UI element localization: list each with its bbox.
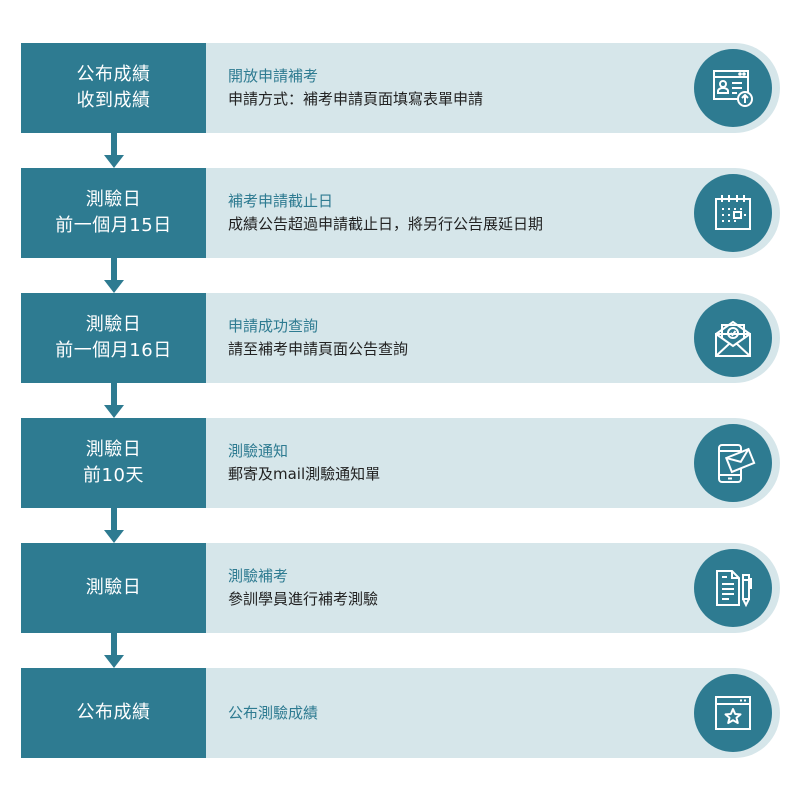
step-4-title: 測驗通知 [228,442,289,460]
step-1-when-line-1: 公布成績 [76,64,151,85]
step-4-when-line-1: 測驗日 [85,439,142,460]
step-2-when: 測驗日 前一個月15日 [21,168,206,258]
step-2-when-line-1: 測驗日 [85,189,142,210]
step-1-when: 公布成績 收到成績 [21,43,206,133]
step-2-detail: 補考申請截止日 成績公告超過申請截止日，將另行公告展延日期 [206,168,780,258]
step-6-when-line-1: 公布成績 [76,702,151,723]
step-2: 測驗日 前一個月15日 補考申請截止日 成績公告超過申請截止日，將另行公告展延日… [21,168,780,258]
step-3-when-line-1: 測驗日 [85,314,142,335]
step-4-detail: 測驗通知 郵寄及mail測驗通知單 [206,418,780,508]
arrow-down-icon [104,633,124,668]
step-4-when-line-2: 前10天 [83,465,144,486]
step-2-description: 成績公告超過申請截止日，將另行公告展延日期 [228,215,544,233]
envelope-check-icon [694,299,772,377]
step-5-when: 測驗日 [21,543,206,633]
browser-star-icon [694,674,772,752]
step-1: 公布成績 收到成績 開放申請補考 申請方式：補考申請頁面填寫表單申請 [21,43,780,133]
step-1-description: 申請方式：補考申請頁面填寫表單申請 [228,90,484,108]
step-4-description: 郵寄及mail測驗通知單 [228,465,381,483]
step-3-when: 測驗日 前一個月16日 [21,293,206,383]
step-6-detail: 公布測驗成績 [206,668,780,758]
arrow-down-icon [104,383,124,418]
step-3-title: 申請成功查詢 [228,317,319,335]
step-4-when: 測驗日 前10天 [21,418,206,508]
step-1-when-line-2: 收到成績 [76,90,151,111]
step-3-detail: 申請成功查詢 請至補考申請頁面公告查詢 [206,293,780,383]
step-5-detail: 測驗補考 參訓學員進行補考測驗 [206,543,780,633]
step-5-title: 測驗補考 [228,567,289,585]
arrow-down-icon [104,508,124,543]
step-2-title: 補考申請截止日 [228,192,334,210]
arrow-down-icon [104,258,124,293]
phone-mail-icon [694,424,772,502]
step-1-title: 開放申請補考 [228,67,319,85]
calendar-icon [694,174,772,252]
step-1-detail: 開放申請補考 申請方式：補考申請頁面填寫表單申請 [206,43,780,133]
step-2-when-line-2: 前一個月15日 [55,215,172,236]
step-6-title: 公布測驗成績 [228,703,319,722]
step-4: 測驗日 前10天 測驗通知 郵寄及mail測驗通知單 [21,418,780,508]
step-5-description: 參訓學員進行補考測驗 [228,590,379,608]
step-3: 測驗日 前一個月16日 申請成功查詢 請至補考申請頁面公告查詢 [21,293,780,383]
document-pen-icon [694,549,772,627]
arrow-down-icon [104,133,124,168]
step-6: 公布成績 公布測驗成績 [21,668,780,758]
browser-user-upload-icon [694,49,772,127]
step-3-when-line-2: 前一個月16日 [55,340,172,361]
step-5: 測驗日 測驗補考 參訓學員進行補考測驗 [21,543,780,633]
step-5-when-line-1: 測驗日 [85,577,142,598]
step-6-when: 公布成績 [21,668,206,758]
step-3-description: 請至補考申請頁面公告查詢 [228,340,409,358]
